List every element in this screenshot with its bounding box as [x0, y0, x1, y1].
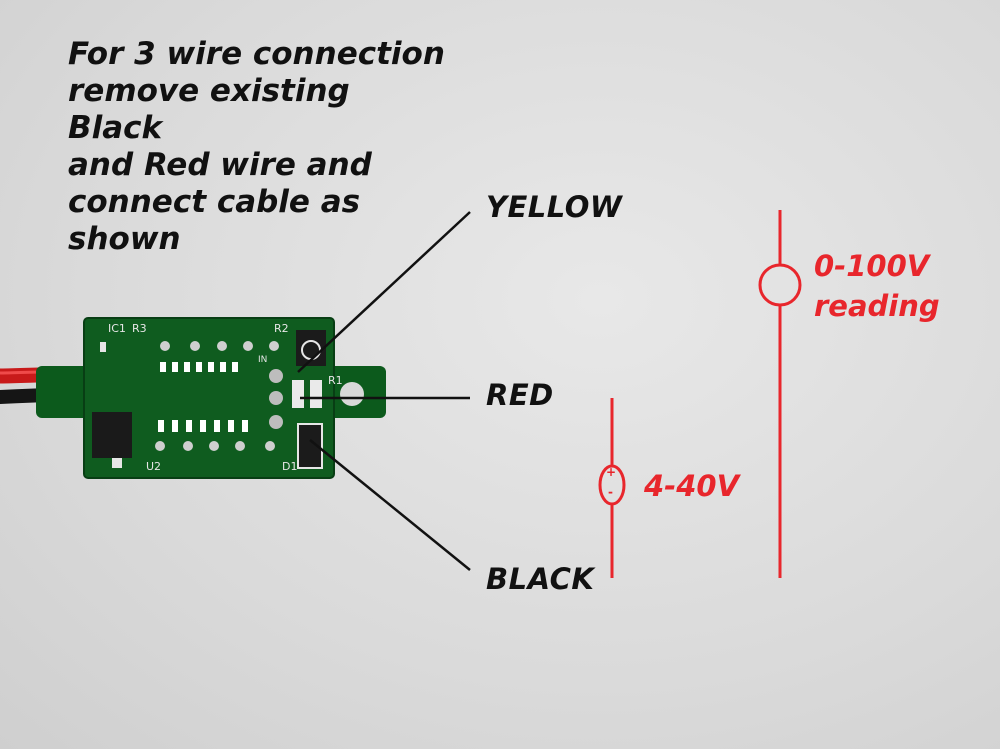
measure-range-value: 0-100V [814, 249, 930, 283]
pcb-label-ic1: IC1 [108, 322, 126, 335]
red-wire-label: RED [486, 378, 554, 412]
d1-component [297, 423, 323, 469]
instruction-text: For 3 wire connection remove existing Bl… [68, 36, 448, 258]
power-range-label: 4-40V [644, 469, 740, 503]
instruction-line: connect cable as [68, 184, 361, 220]
minus-sign: - [608, 485, 613, 499]
instruction-line: and Red wire and [68, 147, 372, 183]
pcb-label-r2: R2 [274, 322, 289, 335]
pcb-label-d1: D1 [282, 460, 297, 473]
yellow-wire-label: YELLOW [486, 190, 623, 224]
instruction-line: shown [68, 221, 181, 257]
measure-range-caption: reading [814, 289, 940, 323]
instruction-line: For 3 wire connection [68, 36, 445, 72]
voltmeter-pcb: IC1 R3 R2 IN R1 U2 D1 [36, 317, 386, 479]
mount-hole [340, 382, 364, 406]
plus-sign: + [606, 465, 616, 479]
black-leader-line [309, 439, 471, 571]
pcb-label-in: IN [258, 355, 267, 365]
pcb-label-u2: U2 [146, 460, 161, 473]
measure-voltage-source [758, 210, 802, 578]
instruction-line: remove existing Black [68, 73, 350, 146]
pcb-label-r3: R3 [132, 322, 147, 335]
measure-range-label: 0-100V reading [814, 246, 940, 326]
power-supply-source [598, 398, 626, 578]
yellow-leader-line [297, 211, 471, 373]
u2-component [92, 412, 132, 458]
pcb-label-r1: R1 [328, 374, 343, 387]
black-wire-label: BLACK [486, 562, 595, 596]
